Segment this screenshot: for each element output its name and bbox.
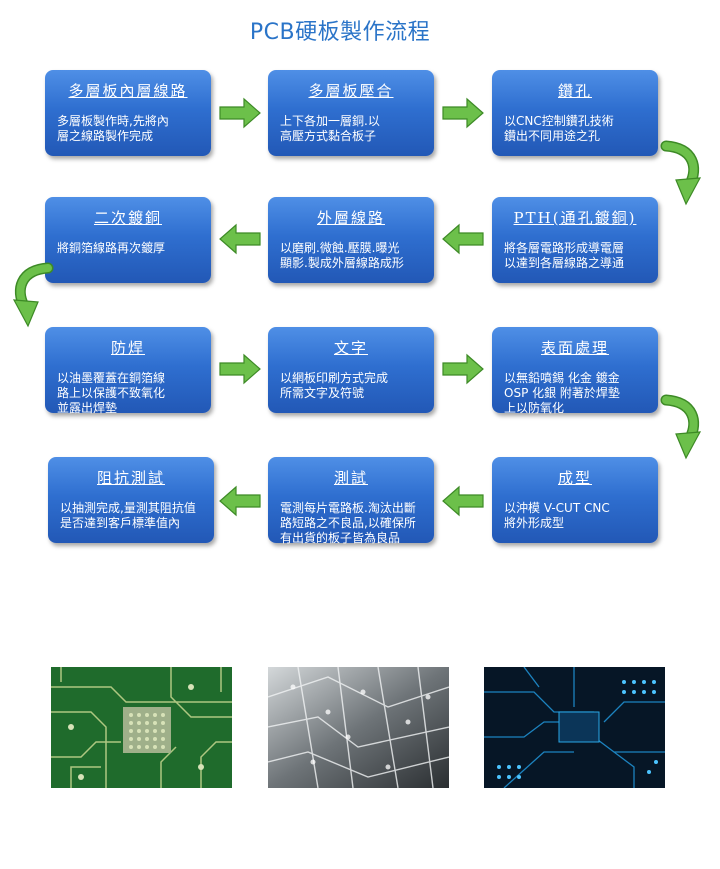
arrow-right-icon: [442, 353, 484, 385]
step-title: 表面處理: [540, 339, 609, 357]
step-description: 將銅箔線路再次鍍厚: [57, 241, 166, 255]
step-description: 上下各加一層銅.以 高壓方式黏合板子: [280, 114, 380, 143]
step-title: 測試: [333, 469, 368, 487]
step-description: 以無鉛噴錫 化金 鍍金 OSP 化銀 附著於焊墊 上以防氧化: [504, 371, 620, 415]
step-profiling: 成型 以沖模 V-CUT CNC 將外形成型: [492, 457, 658, 543]
step-description: 以沖模 V-CUT CNC 將外形成型: [504, 501, 610, 530]
step-impedance-test: 阻抗測試 以抽測完成,量測其阻抗值 是否達到客戶標準值內: [48, 457, 214, 543]
step-inner-layer: 多層板內層線路 多層板製作時,先將內 層之線路製作完成: [45, 70, 211, 156]
arrow-right-icon: [442, 97, 484, 129]
step-title: 多層板壓合: [308, 82, 394, 100]
step-description: 以磨刷.微蝕.壓膜.曝光 顯影.製成外層線路成形: [280, 241, 404, 270]
step-description: 電測每片電路板.淘汰出斷 路短路之不良品,以確保所 有出貨的板子皆為良品: [280, 501, 416, 545]
curved-arrow-down-left-icon: [12, 262, 54, 328]
arrow-left-icon: [442, 223, 484, 255]
step-pth: PTH(通孔鍍銅) 將各層電路形成導電層 以達到各層線路之導通: [492, 197, 658, 283]
green-pcb-photo: [51, 667, 232, 788]
step-title: 多層板內層線路: [68, 82, 188, 100]
step-title: 阻抗測試: [96, 469, 165, 487]
step-description: 以抽測完成,量測其阻抗值 是否達到客戶標準值內: [60, 501, 196, 530]
step-title: 二次鍍銅: [93, 209, 162, 227]
step-description: 將各層電路形成導電層 以達到各層線路之導通: [504, 241, 625, 270]
blue-circuit-photo: [484, 667, 665, 788]
step-drilling: 鑽孔 以CNC控制鑽孔技術 鑽出不同用途之孔: [492, 70, 658, 156]
step-description: 以網板印刷方式完成 所需文字及符號: [280, 371, 389, 400]
step-second-plating: 二次鍍銅 將銅箔線路再次鍍厚: [45, 197, 211, 283]
arrow-left-icon: [219, 223, 261, 255]
step-description: 以CNC控制鑽孔技術 鑽出不同用途之孔: [504, 114, 614, 143]
step-title: 外層線路: [316, 209, 385, 227]
step-description: 多層板製作時,先將內 層之線路製作完成: [57, 114, 169, 143]
curved-arrow-down-right-icon: [660, 394, 702, 460]
step-title: 防焊: [110, 339, 145, 357]
arrow-right-icon: [219, 97, 261, 129]
step-surface-finish: 表面處理 以無鉛噴錫 化金 鍍金 OSP 化銀 附著於焊墊 上以防氧化: [492, 327, 658, 415]
step-lamination: 多層板壓合 上下各加一層銅.以 高壓方式黏合板子: [268, 70, 434, 156]
arrow-right-icon: [219, 353, 261, 385]
arrow-left-icon: [442, 485, 484, 517]
page-title: PCB硬板製作流程: [249, 20, 431, 45]
step-title: 鑽孔: [557, 82, 592, 100]
step-title: 成型: [557, 469, 592, 487]
step-description: 以油墨覆蓋在銅箔線 路上以保護不致氧化 並露出焊墊: [57, 371, 166, 415]
step-title: PTH(通孔鍍銅): [513, 209, 637, 227]
step-solder-mask: 防焊 以油墨覆蓋在銅箔線 路上以保護不致氧化 並露出焊墊: [45, 327, 211, 415]
step-electrical-test: 測試 電測每片電路板.淘汰出斷 路短路之不良品,以確保所 有出貨的板子皆為良品: [268, 457, 434, 545]
grey-circuit-photo: [268, 667, 449, 788]
step-legend-print: 文字 以網板印刷方式完成 所需文字及符號: [268, 327, 434, 413]
arrow-left-icon: [219, 485, 261, 517]
curved-arrow-down-right-icon: [660, 140, 702, 206]
step-outer-layer: 外層線路 以磨刷.微蝕.壓膜.曝光 顯影.製成外層線路成形: [268, 197, 434, 283]
step-title: 文字: [333, 339, 368, 357]
